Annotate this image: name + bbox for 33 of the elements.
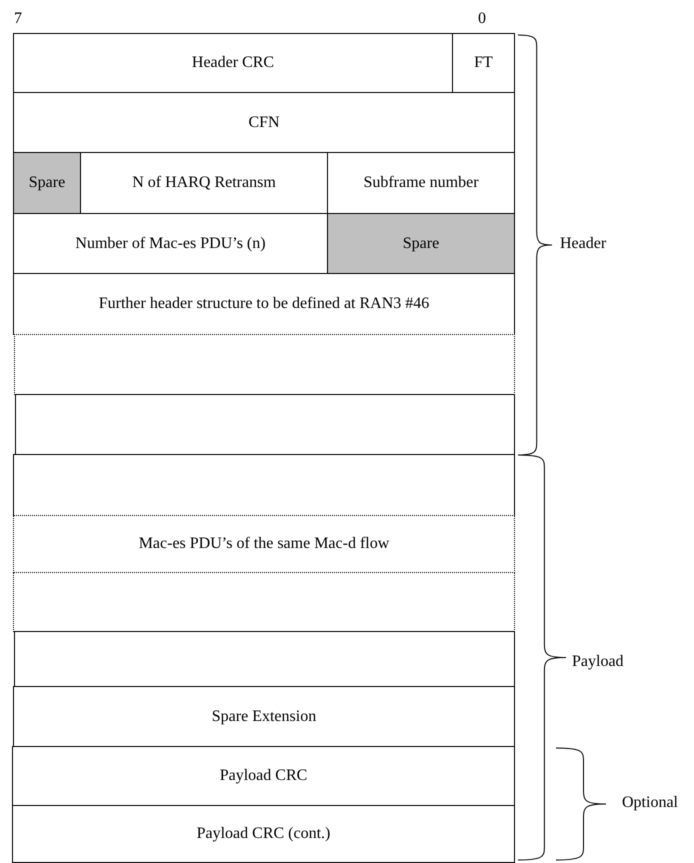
- field-label: Number of Mac-es PDU’s (n): [75, 234, 266, 254]
- field-box: [12, 746, 515, 806]
- field-label: FT: [474, 53, 493, 73]
- empty-field-box: [15, 394, 515, 455]
- field-label: Header CRC: [192, 53, 274, 73]
- field-box: [13, 515, 515, 573]
- field-label: N of HARQ Retransm: [132, 173, 276, 193]
- bit-number: 7: [14, 11, 22, 27]
- field-box: [12, 805, 515, 863]
- empty-field-box: [13, 454, 515, 516]
- empty-field-box: [14, 334, 515, 395]
- shaded-field-box: [327, 213, 515, 274]
- field-box: [13, 686, 515, 747]
- bit-number: 0: [478, 11, 486, 27]
- field-box: [452, 33, 515, 93]
- field-label: CFN: [248, 112, 280, 132]
- field-label: Payload CRC (cont.): [196, 824, 330, 844]
- empty-field-box: [13, 572, 515, 632]
- field-box: [13, 33, 453, 93]
- empty-field-box: [14, 631, 515, 687]
- section-label: Header: [560, 236, 606, 252]
- section-label: Optional: [622, 795, 678, 811]
- field-label: Spare Extension: [212, 706, 316, 726]
- field-label: Subframe number: [363, 173, 479, 193]
- field-label: Spare: [402, 234, 440, 254]
- field-label: Spare: [28, 173, 66, 193]
- field-label: Further header structure to be defined at RAN3 #46: [98, 294, 430, 314]
- section-label: Payload: [572, 654, 624, 670]
- shaded-field-box: [13, 152, 81, 214]
- field-box: [13, 273, 515, 335]
- field-label: Mac-es PDU’s of the same Mac-d flow: [138, 534, 390, 554]
- field-box: [13, 92, 515, 153]
- field-label: Payload CRC: [220, 766, 308, 786]
